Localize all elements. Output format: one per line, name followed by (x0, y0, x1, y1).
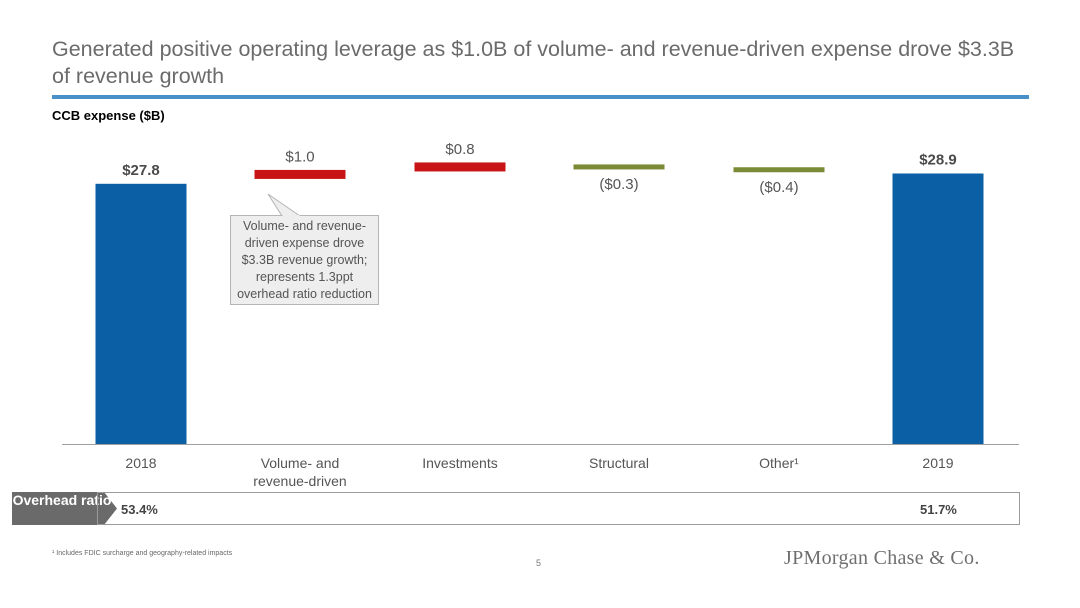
page-title: Generated positive operating leverage as… (52, 37, 1015, 88)
overhead-ratio-label: Overhead ratio (12, 492, 112, 508)
overhead-ratio-2019: 51.7% (920, 502, 957, 517)
bar-total (95, 183, 187, 445)
bar-total (892, 173, 984, 444)
chart-subtitle: CCB expense ($B) (52, 108, 165, 123)
category-label: Structural (589, 455, 649, 471)
data-label: ($0.3) (599, 176, 638, 193)
category-label: revenue-driven (253, 473, 346, 489)
callout-note: Volume- and revenue-driven expense drove… (230, 215, 379, 305)
title-divider (52, 95, 1029, 99)
data-label: $28.9 (919, 151, 957, 168)
footnote: ¹ Includes FDIC surcharge and geography-… (52, 550, 233, 557)
overhead-ratio-row (97, 492, 1020, 525)
overhead-ratio-tag (12, 492, 117, 525)
category-label: Volume- and (261, 455, 340, 471)
bar-decrease (573, 164, 665, 170)
category-label: 2018 (125, 455, 156, 471)
bar-increase (414, 162, 506, 172)
data-label: $1.0 (285, 148, 314, 165)
company-logo: JPMorgan Chase & Co. (784, 547, 980, 569)
bar-decrease (733, 167, 825, 173)
page-number: 5 (536, 558, 542, 568)
category-label: 2019 (922, 455, 953, 471)
overhead-ratio-2018: 53.4% (121, 502, 158, 517)
bar-increase (254, 169, 346, 179)
category-label: Other¹ (759, 455, 799, 471)
category-label: Investments (422, 455, 497, 471)
data-label: $0.8 (445, 141, 474, 158)
data-label: ($0.4) (759, 179, 798, 196)
data-label: $27.8 (122, 162, 160, 179)
